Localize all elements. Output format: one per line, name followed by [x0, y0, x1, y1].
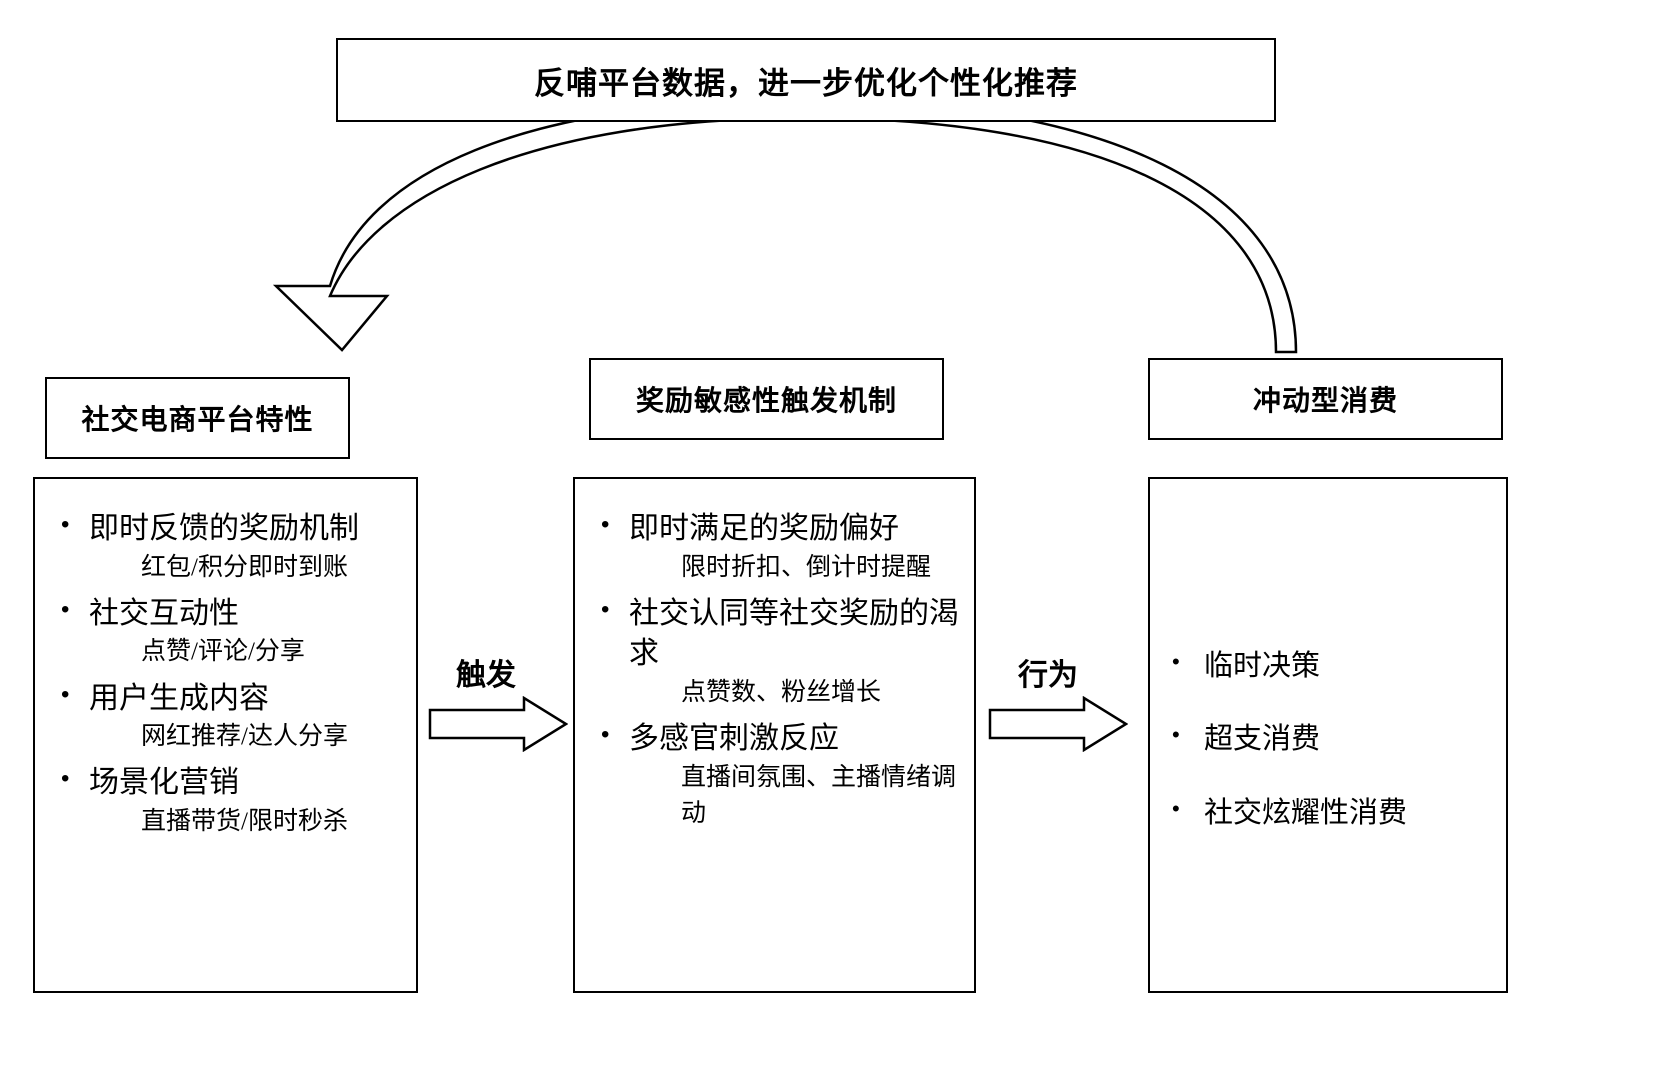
bullet-dot-icon: • [61, 595, 70, 623]
bullet-sub-text: 限时折扣、倒计时提醒 [681, 553, 932, 581]
column-header-label: 社交电商平台特性 [81, 404, 314, 435]
list-item: • 临时决策 [1164, 647, 1492, 686]
list-item: • 社交炫耀性消费 [1164, 794, 1492, 833]
bullet-dot-icon: • [601, 595, 610, 623]
column-body-impulse-consumption: • 临时决策 • 超支消费 • 社交炫耀性消费 [1148, 477, 1508, 993]
list-item: • 社交互动性 点赞/评论/分享 [49, 594, 402, 671]
list-item: • 用户生成内容 网红推荐/达人分享 [49, 679, 402, 756]
right-block-arrow-icon-trigger [428, 696, 568, 752]
bullet-dot-icon: • [601, 511, 610, 538]
bullet-list: • 临时决策 • 超支消费 • 社交炫耀性消费 [1164, 647, 1492, 832]
bullet-sub-text: 网红推荐/达人分享 [141, 723, 348, 750]
column-body-reward-sensitivity: • 即时满足的奖励偏好 限时折扣、倒计时提醒 • 社交认同等社交奖励的渴求 点赞… [573, 477, 976, 993]
bullet-sub-text: 点赞数、粉丝增长 [681, 678, 882, 706]
bullet-sub-text: 红包/积分即时到账 [141, 553, 348, 581]
bullet-dot-icon: • [1172, 795, 1180, 821]
column-header-impulse-consumption: 冲动型消费 [1148, 358, 1503, 440]
column-header-label: 奖励敏感性触发机制 [635, 385, 897, 416]
right-block-arrow-icon-behavior [988, 696, 1128, 752]
connector-label-behavior: 行为 [1018, 659, 1078, 692]
bullet-sub-text: 点赞/评论/分享 [141, 638, 305, 666]
column-header-reward-sensitivity: 奖励敏感性触发机制 [589, 358, 944, 440]
bullet-dot-icon: • [61, 765, 70, 793]
bullet-dot-icon: • [61, 680, 70, 708]
bullet-dot-icon: • [1172, 649, 1180, 675]
bullet-main-text: 社交互动性 [89, 596, 239, 630]
bullet-main-text: 多感官刺激反应 [629, 722, 839, 755]
bullet-main-text: 用户生成内容 [89, 681, 269, 715]
list-item: • 社交认同等社交奖励的渴求 点赞数、粉丝增长 [589, 594, 960, 711]
list-item: • 场景化营销 直播带货/限时秒杀 [49, 763, 402, 840]
bullet-list: • 即时反馈的奖励机制 红包/积分即时到账 • 社交互动性 点赞/评论/分享 •… [49, 509, 402, 840]
connector-label-trigger: 触发 [456, 659, 516, 692]
bullet-sub-text: 直播带货/限时秒杀 [141, 807, 348, 835]
list-item: • 即时反馈的奖励机制 红包/积分即时到账 [49, 509, 402, 586]
column-header-label: 冲动型消费 [1252, 385, 1398, 416]
bullet-dot-icon: • [601, 721, 610, 748]
bullet-main-text: 社交炫耀性消费 [1204, 796, 1408, 829]
list-item: • 多感官刺激反应 直播间氛围、主播情绪调动 [589, 719, 960, 832]
bullet-main-text: 社交认同等社交奖励的渴求 [629, 596, 959, 671]
column-body-platform-features: • 即时反馈的奖励机制 红包/积分即时到账 • 社交互动性 点赞/评论/分享 •… [33, 477, 418, 993]
bullet-list: • 即时满足的奖励偏好 限时折扣、倒计时提醒 • 社交认同等社交奖励的渴求 点赞… [589, 509, 960, 832]
bullet-main-text: 临时决策 [1204, 650, 1321, 683]
bullet-main-text: 超支消费 [1204, 723, 1321, 756]
bullet-main-text: 即时反馈的奖励机制 [89, 512, 359, 545]
bullet-main-text: 即时满足的奖励偏好 [629, 512, 899, 545]
list-item: • 超支消费 [1164, 720, 1492, 759]
column-header-platform-features: 社交电商平台特性 [45, 377, 350, 459]
bullet-dot-icon: • [61, 511, 70, 538]
feedback-title-box: 反哺平台数据，进一步优化个性化推荐 [336, 38, 1276, 122]
bullet-dot-icon: • [1172, 722, 1180, 748]
feedback-title-label: 反哺平台数据，进一步优化个性化推荐 [534, 65, 1078, 101]
bullet-main-text: 场景化营销 [89, 766, 239, 800]
list-item: • 即时满足的奖励偏好 限时折扣、倒计时提醒 [589, 509, 960, 586]
bullet-sub-text: 直播间氛围、主播情绪调动 [681, 763, 957, 827]
